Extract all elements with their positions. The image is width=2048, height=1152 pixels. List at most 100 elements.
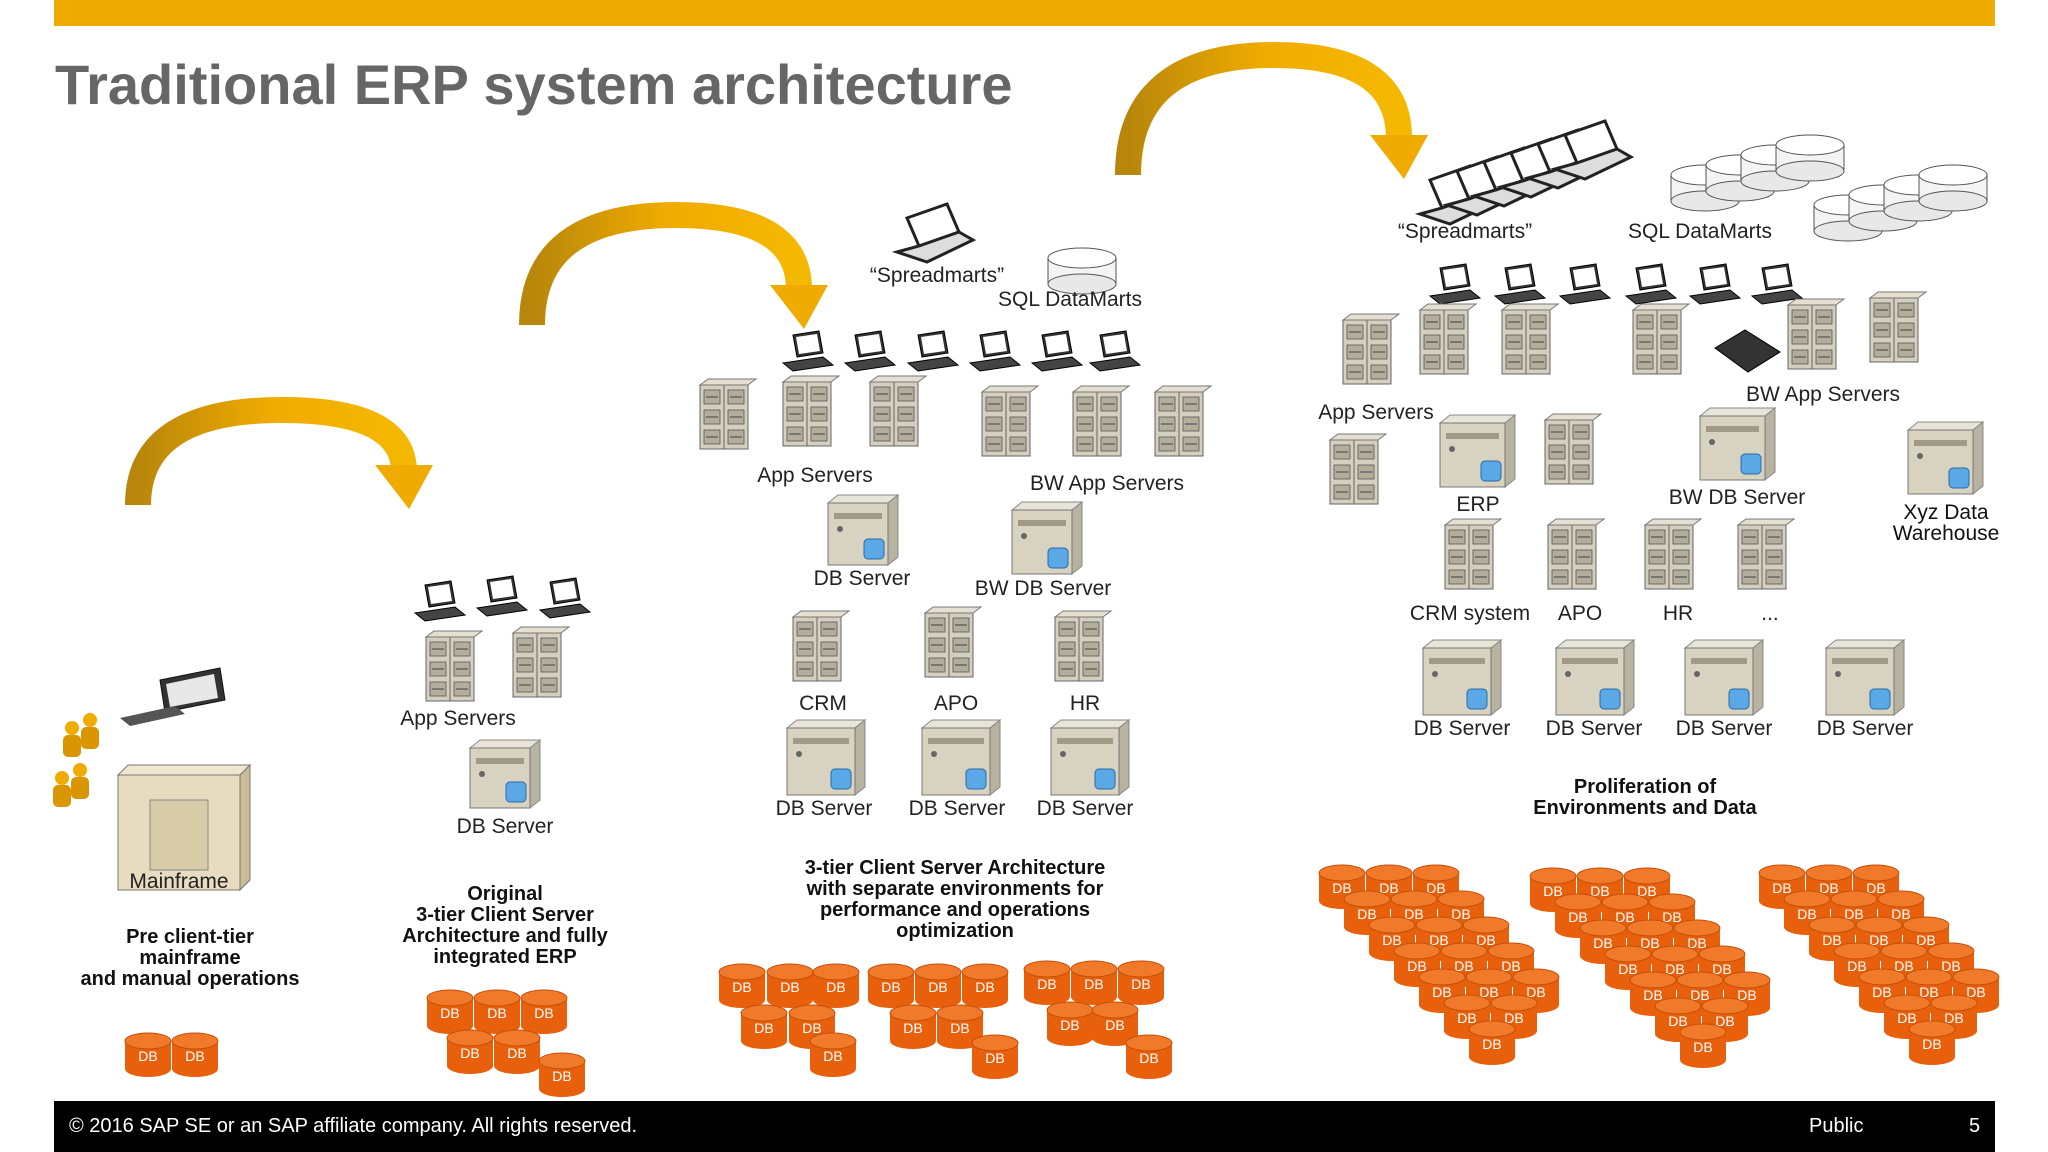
stage-2-caption: Original 3-tier Client Server Architectu…	[402, 883, 608, 968]
user-icon	[71, 763, 89, 799]
user-icon	[63, 721, 81, 757]
stage-4-bw-app-servers-label: BW App Servers	[1745, 383, 1901, 406]
db-cylinder-icon: DB	[971, 1034, 1019, 1079]
svg-text:DB: DB	[975, 979, 994, 995]
server-rack-icon	[868, 375, 928, 447]
workstation-icon	[1030, 330, 1084, 372]
stage-3-db-server-crm-label: DB Server	[775, 797, 873, 820]
server-rack-icon	[791, 610, 851, 682]
svg-text:DB: DB	[732, 979, 751, 995]
svg-text:DB: DB	[507, 1045, 526, 1061]
svg-text:DB: DB	[1891, 906, 1910, 922]
svg-text:DB: DB	[780, 979, 799, 995]
stage-4-hr-label: HR	[1662, 602, 1694, 625]
workstation-icon	[781, 330, 835, 372]
server-rack-icon	[1153, 385, 1213, 457]
stage-3-apo-label: APO	[933, 692, 979, 715]
server-rack-icon	[1418, 303, 1478, 375]
db-server-icon	[468, 738, 542, 810]
db-cylinder-icon: DB	[1418, 968, 1466, 1013]
svg-text:DB: DB	[185, 1048, 204, 1064]
svg-text:DB: DB	[1922, 1036, 1941, 1052]
db-cylinder-icon: DB	[1070, 960, 1118, 1005]
svg-text:DB: DB	[1476, 932, 1495, 948]
svg-text:DB: DB	[138, 1048, 157, 1064]
stage-4-app-servers-label: App Servers	[1318, 401, 1434, 424]
svg-text:DB: DB	[1426, 880, 1445, 896]
user-icon	[53, 771, 71, 807]
svg-text:DB: DB	[1084, 976, 1103, 992]
db-cylinder-icon: DB	[809, 1032, 857, 1077]
svg-text:DB: DB	[1866, 880, 1885, 896]
db-cylinder-icon: DB	[766, 963, 814, 1008]
svg-text:DB: DB	[1407, 958, 1426, 974]
svg-text:DB: DB	[1847, 958, 1866, 974]
svg-text:DB: DB	[1822, 932, 1841, 948]
svg-text:DB: DB	[1687, 935, 1706, 951]
stage-4-db-server-4-label: DB Server	[1816, 717, 1914, 740]
workstation-icon	[1428, 263, 1482, 305]
svg-text:DB: DB	[1772, 880, 1791, 896]
svg-text:DB: DB	[534, 1005, 553, 1021]
workstation-icon	[1688, 263, 1742, 305]
server-rack-icon	[923, 606, 983, 678]
mainframe-icon	[116, 763, 252, 892]
workstation-icon	[843, 330, 897, 372]
server-rack-icon	[1071, 385, 1131, 457]
svg-text:DB: DB	[1568, 909, 1587, 925]
stage-3-hr-label: HR	[1069, 692, 1101, 715]
svg-text:DB: DB	[1919, 984, 1938, 1000]
svg-text:DB: DB	[1501, 958, 1520, 974]
db-cylinder-icon: DB	[446, 1029, 494, 1074]
svg-text:DB: DB	[1615, 909, 1634, 925]
workstation-icon	[1493, 263, 1547, 305]
stage-4-erp-label: ERP	[1456, 493, 1500, 516]
svg-text:DB: DB	[1526, 984, 1545, 1000]
svg-text:DB: DB	[1897, 1010, 1916, 1026]
db-cylinder-icon: DB	[867, 963, 915, 1008]
server-rack-icon	[980, 385, 1040, 457]
db-server-icon	[1421, 638, 1503, 717]
transition-arrow-1	[125, 396, 433, 509]
db-cylinder-icon: DB	[718, 963, 766, 1008]
stage-4-sql-datamarts-label: SQL DataMarts	[1628, 220, 1772, 243]
server-rack-icon	[511, 626, 571, 698]
svg-text:DB: DB	[1479, 984, 1498, 1000]
svg-text:DB: DB	[552, 1068, 571, 1084]
server-rack-icon	[1053, 610, 1113, 682]
svg-text:DB: DB	[1819, 880, 1838, 896]
workstation-icon	[1088, 330, 1142, 372]
db-cylinder-icon: DB	[1046, 1001, 1094, 1046]
svg-text:DB: DB	[802, 1020, 821, 1036]
svg-text:DB: DB	[1941, 958, 1960, 974]
classification-label: Public	[1809, 1115, 1864, 1137]
db-cylinder-icon: DB	[1125, 1034, 1173, 1079]
svg-text:DB: DB	[1869, 932, 1888, 948]
datamart-disk-icon	[1775, 134, 1845, 182]
terminal-icon	[120, 667, 226, 726]
stage-2-app-servers-label: App Servers	[400, 707, 516, 730]
laptop-icon	[1549, 119, 1635, 181]
transition-arrow-2	[519, 201, 828, 329]
svg-text:DB: DB	[928, 979, 947, 995]
stage-4-crm-system-label: CRM system	[1409, 602, 1531, 625]
svg-text:DB: DB	[754, 1020, 773, 1036]
stage-3-db-server-hr-label: DB Server	[1036, 797, 1134, 820]
stage-3-bw-app-servers-label: BW App Servers	[1029, 472, 1185, 495]
svg-text:DB: DB	[1872, 984, 1891, 1000]
svg-text:DB: DB	[985, 1050, 1004, 1066]
copyright-text: © 2016 SAP SE or an SAP affiliate compan…	[69, 1115, 638, 1137]
stage-3-crm-label: CRM	[799, 692, 847, 715]
svg-text:DB: DB	[1894, 958, 1913, 974]
bw-db-server-icon	[1010, 500, 1084, 576]
stage-1-caption: Pre client-tier mainframe and manual ope…	[80, 926, 300, 990]
svg-text:DB: DB	[903, 1020, 922, 1036]
svg-text:DB: DB	[1715, 1013, 1734, 1029]
db-cylinder-icon: DB	[1117, 960, 1165, 1005]
appliance-icon	[1714, 329, 1781, 373]
svg-text:DB: DB	[487, 1005, 506, 1021]
server-rack-icon	[1328, 433, 1388, 505]
svg-text:DB: DB	[1037, 976, 1056, 992]
